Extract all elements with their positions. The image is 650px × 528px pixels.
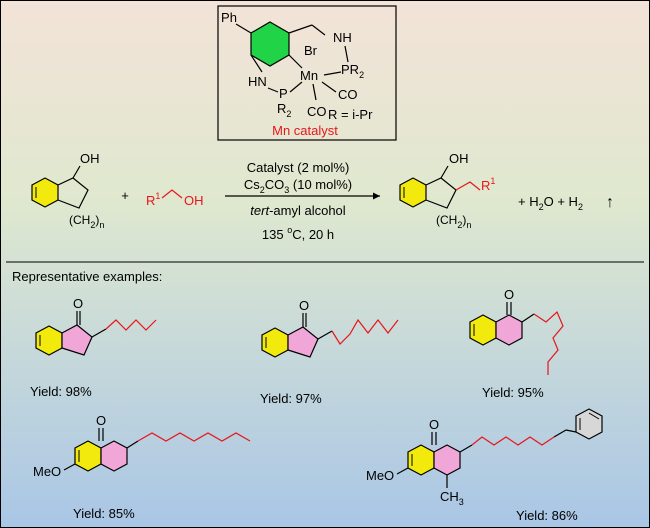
example-4-oxygen: O (96, 413, 106, 428)
example-1-yield: Yield: 98% (30, 384, 92, 399)
example-5-oxygen: O (429, 417, 439, 432)
starting-indanol: OH (CH2)n (31, 151, 104, 230)
example-2-yield: Yield: 97% (260, 391, 322, 406)
reaction-arrow-group: Catalyst (2 mol%) Cs2CO3 (10 mol%) tert-… (225, 160, 380, 242)
example-3-oxygen: O (504, 287, 514, 302)
example-4-structure: O MeO (33, 413, 251, 479)
example-5-methoxy: MeO (366, 468, 394, 483)
product-alkylated-indanol: OH R1 (CH2)n (399, 151, 495, 230)
condition-solvent: tert-amyl alcohol (250, 203, 345, 218)
r2-left-label: R2 (277, 101, 291, 119)
example-3-yield: Yield: 95% (482, 385, 544, 400)
alcohol-oh-label: OH (184, 193, 204, 208)
plus-sign: + (121, 188, 129, 203)
co-bottom-label: CO (307, 104, 327, 119)
example-2-structure: O (261, 298, 399, 358)
gas-evolution-arrow: ↑ (606, 194, 614, 211)
r-definition: R = i-Pr (328, 107, 373, 122)
example-4-yield: Yield: 85% (73, 506, 135, 521)
example-5-methyl: CH3 (440, 489, 464, 507)
product-r1-label: R1 (481, 176, 495, 193)
catalyst-box (217, 5, 397, 141)
condition-base: Cs2CO3 (10 mol%) (244, 177, 352, 195)
example-3-structure: O (469, 287, 564, 375)
br-label: Br (304, 43, 318, 58)
example-1-oxygen: O (73, 296, 83, 311)
phenyl-label: Ph (221, 10, 237, 25)
example-5-yield: Yield: 86% (516, 508, 578, 523)
co-right-label: CO (338, 87, 358, 102)
example-1-structure: O (35, 296, 157, 356)
p-left-label: P (279, 86, 288, 101)
catalyst-structure: Ph NH PR2 Br Mn HN P R2 CO CO R = i-Pr M… (217, 5, 397, 141)
example-4-methoxy: MeO (33, 464, 61, 479)
catalyst-name: Mn catalyst (272, 123, 338, 138)
oh-product-label: OH (449, 151, 469, 166)
r1-label: R1 (146, 191, 160, 208)
condition-catalyst: Catalyst (2 mol%) (247, 160, 350, 175)
pr2-right-label: PR2 (341, 62, 364, 80)
nh-top-label: NH (333, 30, 352, 45)
hn-left-label: HN (248, 74, 267, 89)
examples-heading: Representative examples: (12, 269, 162, 284)
example-5-structure: O MeO CH3 (366, 408, 603, 507)
primary-alcohol: R1 OH (146, 189, 204, 208)
product-ring-size-label: (CH2)n (436, 213, 471, 230)
oh-start-label: OH (80, 151, 100, 166)
condition-temperature: 135 oC, 20 h (262, 225, 334, 242)
example-2-oxygen: O (299, 298, 309, 313)
ring-size-label: (CH2)n (69, 213, 104, 230)
byproducts: + H2O + H2 (518, 194, 583, 212)
mn-label: Mn (300, 68, 318, 83)
